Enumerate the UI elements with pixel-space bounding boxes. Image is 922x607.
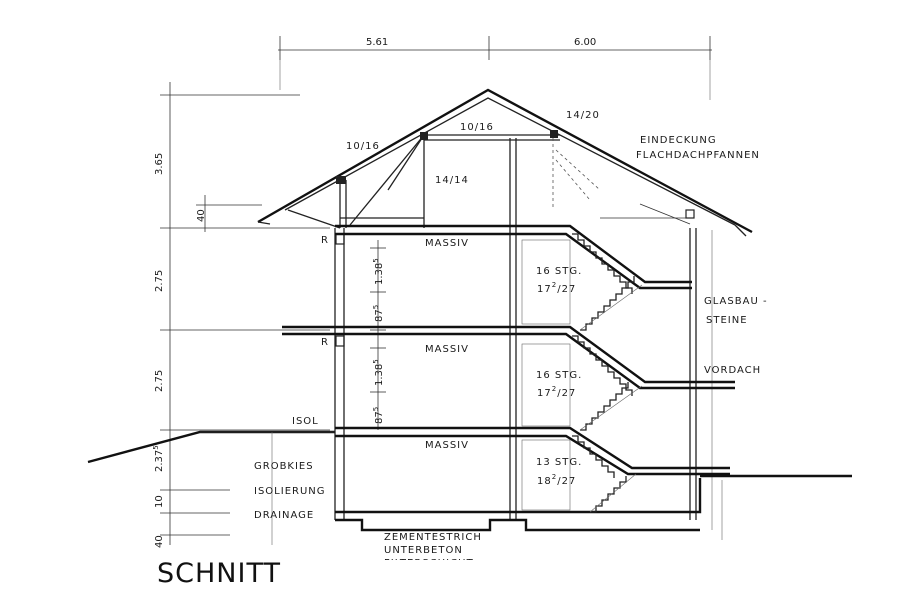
floor-slabs: MASSIV MASSIV MASSIV bbox=[282, 224, 735, 532]
dim-roof-height: 3.65 bbox=[154, 153, 165, 175]
timber-rafter-left: 10/16 bbox=[346, 141, 380, 152]
r-mark-middle: R bbox=[321, 337, 329, 348]
dim-ground-step: 2.375 bbox=[152, 445, 165, 472]
stair-upper-ratio: 172/27 bbox=[537, 281, 576, 295]
label-isolation: ISOL bbox=[292, 416, 319, 427]
label-drainage: DRAINAGE bbox=[254, 510, 314, 521]
purlin-eave bbox=[336, 176, 346, 184]
timber-ridge: 14/20 bbox=[566, 110, 600, 121]
purlin-right bbox=[550, 130, 558, 138]
dim-top-left: 5.61 bbox=[366, 37, 388, 48]
timber-rafter-top: 10/16 bbox=[460, 122, 494, 133]
bottom-labels: ZEMENTESTRICH UNTERBETON FILTERSCHICHT bbox=[310, 532, 610, 607]
stair-upper-steps: 16 STG. bbox=[536, 266, 582, 277]
purlin-left bbox=[420, 132, 428, 140]
dim-foundation-a: 10 bbox=[154, 495, 165, 508]
right-labels: GLASBAU - STEINE VORDACH bbox=[704, 296, 768, 376]
roof: 10/16 10/16 14/20 14/14 EINDECKUNG FLACH… bbox=[257, 88, 760, 237]
label-screed: ZEMENTESTRICH bbox=[384, 532, 482, 543]
stair-ground-steps: 13 STG. bbox=[536, 457, 582, 468]
lintel-middle bbox=[335, 335, 345, 347]
label-canopy: VORDACH bbox=[704, 365, 761, 376]
massiv-ground: MASSIV bbox=[425, 440, 469, 451]
dim-floor-middle: 2.75 bbox=[154, 370, 165, 392]
r-mark-upper: R bbox=[321, 235, 329, 246]
dim-sill-1: 875 bbox=[372, 305, 385, 322]
timber-post: 14/14 bbox=[435, 175, 469, 186]
dim-window-1: 1.385 bbox=[372, 258, 385, 285]
label-subconcrete: UNTERBETON bbox=[384, 545, 463, 556]
dim-floor-upper: 2.75 bbox=[154, 270, 165, 292]
stair-middle-ratio: 172/27 bbox=[537, 385, 576, 399]
dim-top-right: 6.00 bbox=[574, 37, 596, 48]
stair-middle-steps: 16 STG. bbox=[536, 370, 582, 381]
left-dimension-chain: 3.65 40 2.75 2.75 2.375 10 40 bbox=[152, 82, 330, 548]
label-glass-1: GLASBAU - bbox=[704, 296, 768, 307]
left-labels: ISOL GROBKIES ISOLIERUNG DRAINAGE bbox=[254, 416, 326, 521]
stair-ground-ratio: 182/27 bbox=[537, 473, 576, 487]
top-dimension: 5.61 6.00 bbox=[278, 36, 712, 100]
label-roofing-1: EINDECKUNG bbox=[640, 135, 717, 146]
label-gravel: GROBKIES bbox=[254, 461, 314, 472]
label-glass-2: STEINE bbox=[706, 315, 748, 326]
label-roofing-2: FLACHDACHPFANNEN bbox=[636, 150, 760, 161]
massiv-upper: MASSIV bbox=[425, 238, 469, 249]
stairs: 16 STG. 172/27 16 STG. 172/27 13 STG. 18… bbox=[521, 233, 643, 513]
label-insulation: ISOLIERUNG bbox=[254, 486, 326, 497]
dim-window-2: 1.385 bbox=[372, 359, 385, 386]
lintel-upper bbox=[335, 233, 345, 245]
dim-sill-2: 875 bbox=[372, 407, 385, 424]
drawing-title: SCHNITT bbox=[157, 558, 281, 589]
dim-eave: 40 bbox=[196, 209, 207, 222]
dim-foundation-b: 40 bbox=[154, 535, 165, 548]
walls: R R bbox=[321, 138, 713, 530]
terrain bbox=[87, 430, 852, 545]
massiv-middle: MASSIV bbox=[425, 344, 469, 355]
